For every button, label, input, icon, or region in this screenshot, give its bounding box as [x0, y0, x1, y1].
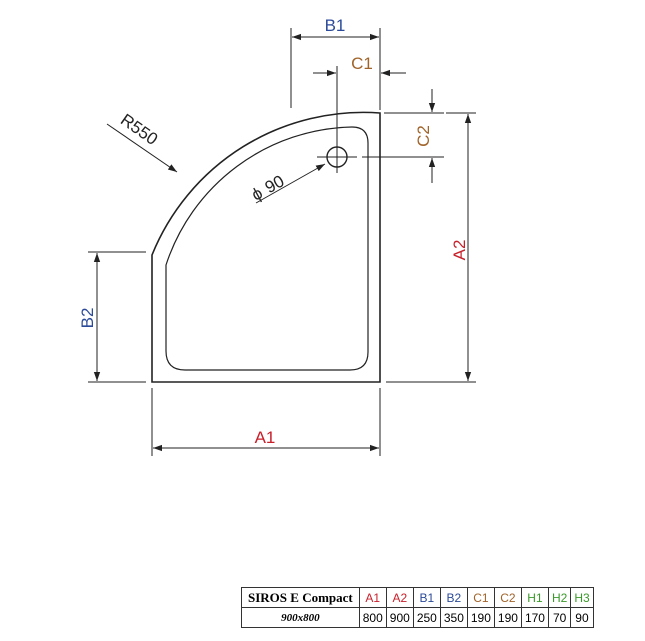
tray-outline [151, 111, 381, 383]
b1-label: B1 [325, 16, 346, 35]
dimension-table: SIROS E Compact A1 A2 B1 B2 C1 C2 H1 H2 … [241, 587, 594, 628]
diameter-symbol: ϕ [248, 183, 266, 204]
c2-label: C2 [414, 125, 433, 147]
radius-leader [106, 123, 178, 173]
a1-label: A1 [255, 428, 276, 447]
c1-label: C1 [351, 54, 373, 73]
b2-label: B2 [78, 308, 97, 329]
radius-label: R550 [117, 110, 161, 149]
value-h1: 170 [520, 607, 549, 628]
header-h1: H1 [520, 587, 549, 608]
drain-label: 90 [262, 171, 288, 197]
header-a1: A1 [358, 587, 387, 608]
header-c1: C1 [466, 587, 495, 608]
header-h2: H2 [547, 587, 572, 608]
table-header-row: SIROS E Compact A1 A2 B1 B2 C1 C2 H1 H2 … [241, 587, 594, 608]
header-h3: H3 [570, 587, 594, 608]
header-b2: B2 [439, 587, 468, 608]
value-a1: 800 [358, 607, 387, 628]
value-b1: 250 [412, 607, 441, 628]
model-name: SIROS E Compact [241, 587, 360, 608]
table-row: 900x800 800 900 250 350 190 190 170 70 9… [241, 607, 594, 628]
header-a2: A2 [385, 587, 414, 608]
header-b1: B1 [412, 587, 441, 608]
value-c2: 190 [493, 607, 522, 628]
a2-label: A2 [450, 240, 469, 261]
drain-leader [255, 163, 326, 204]
value-b2: 350 [439, 607, 468, 628]
header-c2: C2 [493, 587, 522, 608]
value-h2: 70 [547, 607, 572, 628]
value-a2: 900 [385, 607, 414, 628]
tray-basin [165, 126, 369, 371]
value-h3: 90 [570, 607, 594, 628]
value-c1: 190 [466, 607, 495, 628]
model-size: 900x800 [241, 607, 360, 628]
